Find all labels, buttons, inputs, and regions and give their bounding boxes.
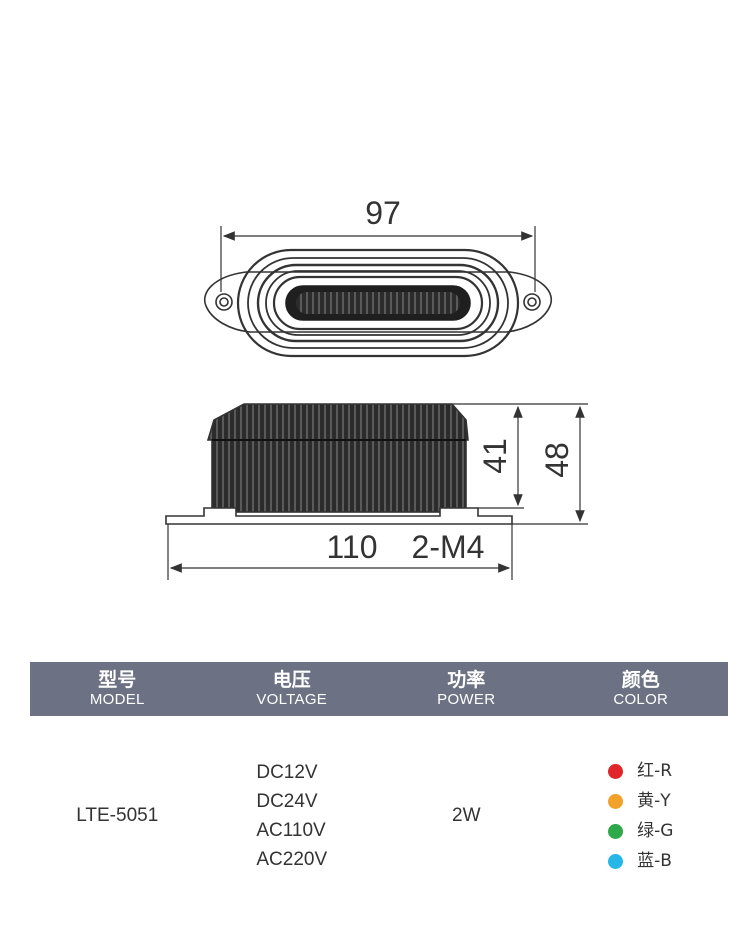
- voltage-list: DC12V DC24V AC110V AC220V: [256, 758, 327, 874]
- color-label: 绿-G: [637, 821, 674, 841]
- dimension-41: 41: [477, 438, 513, 474]
- header-power: 功率 POWER: [379, 662, 554, 716]
- spec-table-row: LTE-5051 DC12V DC24V AC110V AC220V 2W 红-…: [30, 716, 728, 916]
- mount-label: 2-M4: [412, 529, 485, 565]
- header-model-zh: 型号: [98, 669, 137, 691]
- color-dot-red: [608, 763, 624, 779]
- header-color-zh: 颜色: [621, 669, 660, 691]
- color-label: 蓝-B: [637, 851, 672, 871]
- height-dimensions: [169, 403, 588, 573]
- header-model: 型号 MODEL: [30, 662, 205, 716]
- top-view: [203, 226, 553, 358]
- voltage-item: AC110V: [256, 820, 326, 841]
- side-view: [165, 403, 513, 580]
- mount-hole-left: [215, 293, 233, 311]
- color-item: 蓝-B: [608, 846, 673, 876]
- voltage-item: AC220V: [256, 849, 328, 870]
- color-item: 黄-Y: [608, 786, 673, 816]
- cell-model: LTE-5051: [30, 716, 205, 916]
- color-label: 黄-Y: [637, 791, 671, 811]
- technical-drawing: 97 41 48 110 2-M4: [165, 195, 588, 580]
- cell-power: 2W: [379, 716, 554, 916]
- color-label: 红-R: [637, 761, 673, 781]
- cell-voltage: DC12V DC24V AC110V AC220V: [205, 716, 380, 916]
- voltage-item: DC24V: [256, 791, 318, 812]
- dimension-110: 110: [326, 529, 377, 565]
- color-list: 红-R 黄-Y 绿-G 蓝-B: [608, 756, 673, 876]
- header-power-zh: 功率: [447, 669, 486, 691]
- header-voltage-zh: 电压: [272, 669, 311, 691]
- color-item: 红-R: [608, 756, 673, 786]
- color-item: 绿-G: [608, 816, 673, 846]
- power-value: 2W: [452, 805, 481, 826]
- header-voltage: 电压 VOLTAGE: [205, 662, 380, 716]
- color-dot-green: [608, 823, 624, 839]
- spec-table-header: 型号 MODEL 电压 VOLTAGE 功率 POWER 颜色 COLOR: [30, 662, 728, 716]
- model-value: LTE-5051: [76, 805, 159, 826]
- mount-hole-right: [523, 293, 541, 311]
- header-voltage-en: VOLTAGE: [256, 691, 328, 708]
- color-dot-blue: [608, 853, 624, 869]
- header-power-en: POWER: [437, 691, 496, 708]
- dimension-97: 97: [365, 195, 401, 231]
- dimension-48: 48: [539, 442, 575, 478]
- header-color: 颜色 COLOR: [554, 662, 729, 716]
- cell-color: 红-R 黄-Y 绿-G 蓝-B: [554, 716, 729, 916]
- header-color-en: COLOR: [613, 691, 669, 708]
- color-dot-yellow: [608, 793, 624, 809]
- voltage-item: DC12V: [256, 762, 318, 783]
- header-model-en: MODEL: [89, 691, 145, 708]
